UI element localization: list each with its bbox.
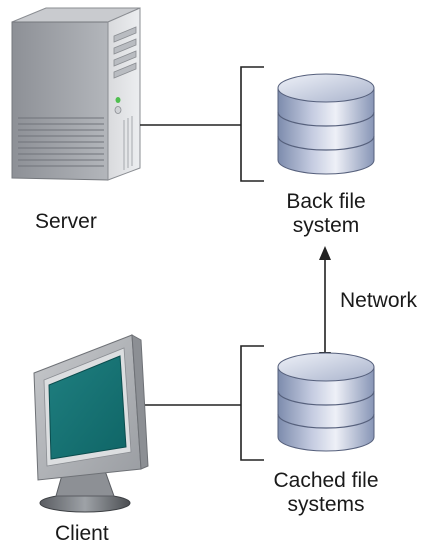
client-label: Client [55, 522, 109, 545]
cached-file-systems-line2: systems [287, 493, 365, 516]
cached-file-systems-label: Cached file systems [258, 469, 394, 517]
cached-file-systems-icon [277, 352, 375, 452]
client-connector [141, 345, 264, 461]
back-file-system-icon [277, 73, 375, 175]
network-label: Network [340, 289, 418, 312]
back-file-system-label: Back file system [258, 190, 394, 238]
cached-file-systems-line1: Cached file [273, 469, 379, 492]
back-file-system-line1: Back file [286, 190, 366, 213]
server-connector [140, 66, 264, 182]
server-label: Server [35, 210, 97, 233]
server-icon [11, 7, 141, 181]
back-file-system-line2: system [292, 214, 360, 237]
network-arrow [319, 246, 331, 366]
client-icon [33, 334, 149, 513]
